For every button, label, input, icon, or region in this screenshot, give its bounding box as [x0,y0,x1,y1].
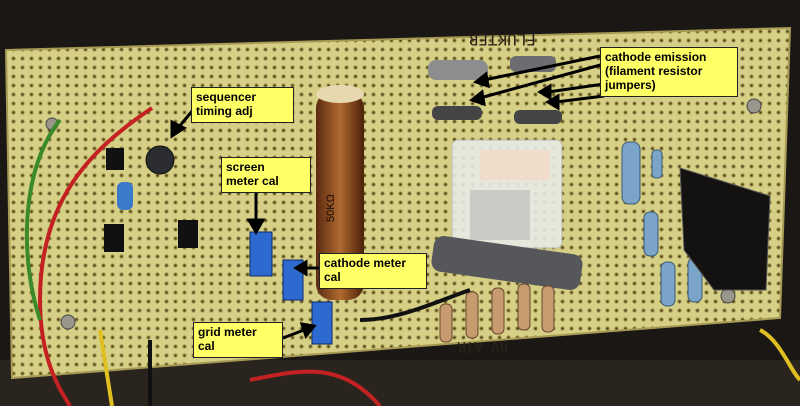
resistor-bank [439,283,555,343]
relay [451,139,563,249]
power-resistor-label: 50KΩ [325,194,337,222]
wires [24,106,800,406]
filament-resistors [428,56,562,124]
blue-capacitor [117,182,133,210]
callout-cathode-meter: cathode meter cal [319,253,427,289]
ic-sockets [104,148,198,252]
mounting-screws [45,98,762,330]
wirewound-resistor [431,236,583,290]
callout-screen-meter: screen meter cal [221,157,311,193]
board-marking-bottom: RV ATR [457,338,508,354]
callout-grid-meter: grid meter cal [193,322,283,358]
sequencer-pot [145,145,175,175]
heatsink-bracket [679,167,771,291]
callout-cathode-emission: cathode emission (filament resistor jump… [600,47,738,97]
board-marking-top: FLUKTER [468,30,536,49]
power-resistor-50k: 50KΩ [316,85,364,300]
callout-sequencer-timing: sequencer timing adj [191,87,294,123]
callout-arrows [170,54,605,340]
